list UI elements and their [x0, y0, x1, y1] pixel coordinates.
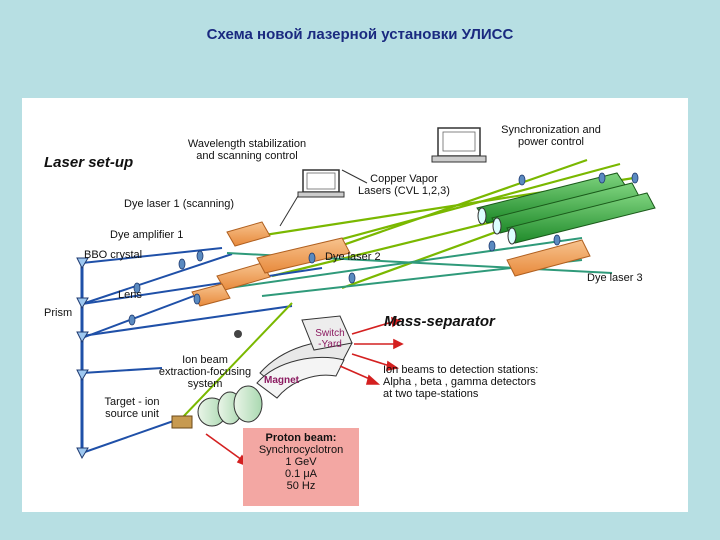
mass-separator-heading: Mass-separator	[384, 313, 495, 330]
lens-label: Lens	[118, 289, 142, 301]
sync-label-line2: power control	[517, 136, 585, 148]
proton-beam-line1: Synchrocyclotron	[258, 444, 344, 456]
slide-title: Схема новой лазерной установки УЛИСС	[206, 26, 514, 43]
target-label: Target - ion source unit	[82, 396, 182, 420]
ion-beam-label: Ion beam extraction-focusing system	[150, 354, 260, 390]
proton-beam-title: Proton beam:	[265, 432, 337, 444]
prism-mirrors	[76, 257, 89, 460]
wavelength-label-line2: and scanning control	[196, 150, 298, 162]
laser-setup-heading: Laser set-up	[44, 154, 134, 171]
ion-beams-line1: Ion beams to detection stations:	[383, 364, 539, 376]
proton-beam-line4: 50 Hz	[286, 480, 316, 492]
sync-label: Synchronization and power control	[476, 124, 626, 148]
magnet-label: Magnet	[264, 375, 299, 386]
wavelength-label-line1: Wavelength stabilization	[187, 138, 307, 150]
optics-elements	[128, 172, 639, 326]
wavelength-label: Wavelength stabilization and scanning co…	[172, 138, 322, 162]
bbo-crystal-label: BBO crystal	[84, 249, 143, 261]
switch-label-line1: Switch	[315, 328, 345, 339]
target-ion-source	[171, 385, 263, 429]
ion-beam-line3: system	[187, 378, 223, 390]
prism-label: Prism	[44, 307, 73, 319]
ion-beam-line2: extraction-focusing	[158, 366, 252, 378]
target-line2: source unit	[105, 408, 159, 420]
cvl-label-line2: Lasers (CVL 1,2,3)	[358, 185, 450, 197]
dye-laser-2-label: Dye laser 2	[325, 251, 381, 263]
target-line1: Target - ion	[104, 396, 160, 408]
sync-label-line1: Synchronization and	[501, 124, 601, 136]
ion-beams-detection-label: Ion beams to detection stations: Alpha ,…	[383, 364, 538, 400]
proton-beam-line2: 1 GeV	[285, 456, 317, 468]
dye-laser-3-label: Dye laser 3	[587, 272, 643, 284]
wavelength-monitor-icon	[297, 169, 345, 198]
cvl-label-line1: Copper Vapor	[370, 173, 438, 185]
switch-yard-label: Switch -Yard	[310, 328, 350, 350]
dye-amplifier-1-label: Dye amplifier 1	[110, 229, 184, 241]
ion-beam-line1: Ion beam	[182, 354, 228, 366]
copper-vapor-lasers	[476, 172, 656, 245]
ion-beams-line2: Alpha , beta , gamma detectors	[383, 376, 536, 388]
dye-laser-1-label: Dye laser 1 (scanning)	[124, 198, 235, 210]
switch-label-line2: -Yard	[318, 339, 342, 350]
mass-separator-magnet	[234, 315, 353, 399]
proton-beam-box: Proton beam: Synchrocyclotron 1 GeV 0.1 …	[243, 428, 359, 506]
sync-monitor-icon	[431, 127, 487, 163]
cvl-label: Copper Vapor Lasers (CVL 1,2,3)	[344, 173, 464, 197]
proton-beam-line3: 0.1 μA	[284, 468, 318, 480]
ion-beams-line3: at two tape-stations	[383, 388, 479, 400]
laser-setup-diagram	[76, 127, 656, 468]
red-ion-beam-arrows	[205, 316, 404, 468]
